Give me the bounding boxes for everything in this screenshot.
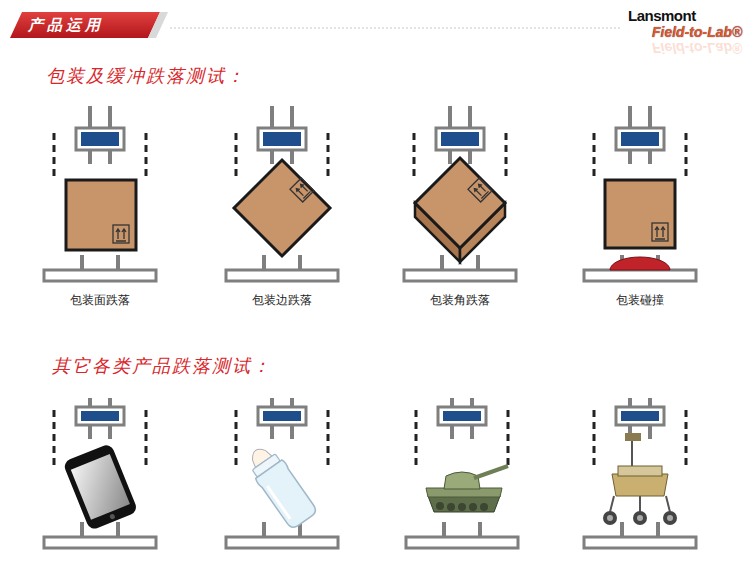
logo-brand: Lansmont bbox=[628, 7, 696, 24]
drop-tester-frame bbox=[226, 398, 338, 548]
test-caption: 包装边跌落 bbox=[252, 292, 312, 309]
drop-tester-frame bbox=[406, 398, 518, 548]
package-box-corner bbox=[415, 158, 505, 262]
package-box bbox=[66, 180, 136, 250]
logo-reflection: Field-to-Lab® bbox=[652, 40, 742, 56]
section-title: 其它各类产品跌落测试： bbox=[52, 354, 272, 378]
toy-rover bbox=[603, 433, 677, 525]
mobile-phone bbox=[62, 443, 138, 531]
header-tab bbox=[10, 12, 160, 38]
test-caption: 包装面跌落 bbox=[70, 292, 130, 309]
test-caption: 包装碰撞 bbox=[616, 292, 664, 309]
drop-tester-frame bbox=[584, 106, 696, 281]
header-tab-edge bbox=[148, 12, 168, 38]
section-title: 包装及缓冲跌落测试： bbox=[46, 64, 246, 88]
package-box-impact bbox=[605, 180, 675, 270]
package-box-edge bbox=[234, 160, 330, 256]
test-caption: 包装角跌落 bbox=[430, 292, 490, 309]
drop-tester-frame bbox=[226, 106, 338, 281]
toy-tank bbox=[426, 466, 508, 512]
drop-tester-frame bbox=[44, 398, 156, 548]
header-tab-title: 产品运用 bbox=[28, 14, 104, 36]
drop-tester-frame bbox=[404, 106, 516, 281]
logo-tagline: Field-to-Lab® bbox=[652, 24, 742, 40]
baby-bottle bbox=[242, 441, 319, 531]
header-rule bbox=[170, 28, 620, 29]
drop-tester-frame bbox=[44, 106, 156, 281]
drop-tester-frame bbox=[584, 398, 696, 548]
